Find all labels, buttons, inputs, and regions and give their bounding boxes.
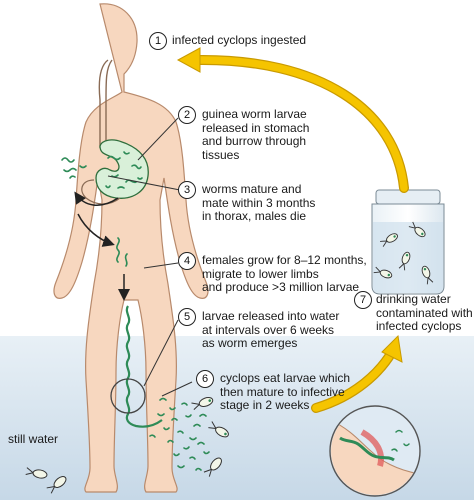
blister-highlight <box>110 378 146 414</box>
step-4-number: 4 <box>178 252 196 270</box>
esophagus <box>98 59 109 148</box>
cycle-arrow-jar-to-mouth-fill <box>192 56 408 192</box>
migrating-female-worms <box>116 237 128 267</box>
cycle-arrow-water-to-jar-fill <box>312 348 396 412</box>
step-4-label: females grow for 8–12 months, migrate to… <box>202 253 367 294</box>
water-label: still water <box>8 432 59 446</box>
arrow-thorax-to-abdomen <box>77 213 115 247</box>
step-3-label: worms mature and mate within 3 months in… <box>202 182 316 223</box>
step-2-number: 2 <box>178 106 196 124</box>
step-5-number: 5 <box>178 308 196 326</box>
step-1-number: 1 <box>149 32 167 50</box>
step-7-number: 7 <box>354 291 372 309</box>
step-2-label: guinea worm larvae released in stomach a… <box>202 107 310 162</box>
blister-inset <box>329 405 421 497</box>
stomach <box>95 139 149 199</box>
water-jar <box>371 189 445 295</box>
step-6-number: 6 <box>196 370 214 388</box>
released-larvae <box>149 397 210 471</box>
step-6-label: cyclops eat larvae which then mature to … <box>220 371 351 412</box>
step-5-label: larvae released into water at intervals … <box>202 309 340 350</box>
arrow-stomach-to-thorax <box>74 191 119 206</box>
step-1-label: infected cyclops ingested <box>172 33 307 47</box>
esophagus-inner <box>105 59 113 148</box>
thorax-worms <box>61 157 87 179</box>
emerging-worm <box>125 305 163 428</box>
stomach-larvae <box>105 151 143 189</box>
step-7-label: drinking water contaminated with infecte… <box>376 292 473 333</box>
cycle-arrow-jar-to-mouth-head <box>176 47 201 73</box>
human-body <box>53 3 209 493</box>
step-3-number: 3 <box>178 181 196 199</box>
cycle-arrow-water-to-jar-head <box>381 334 403 363</box>
cyclops-copepods <box>25 397 229 494</box>
leader-lines <box>107 117 193 397</box>
